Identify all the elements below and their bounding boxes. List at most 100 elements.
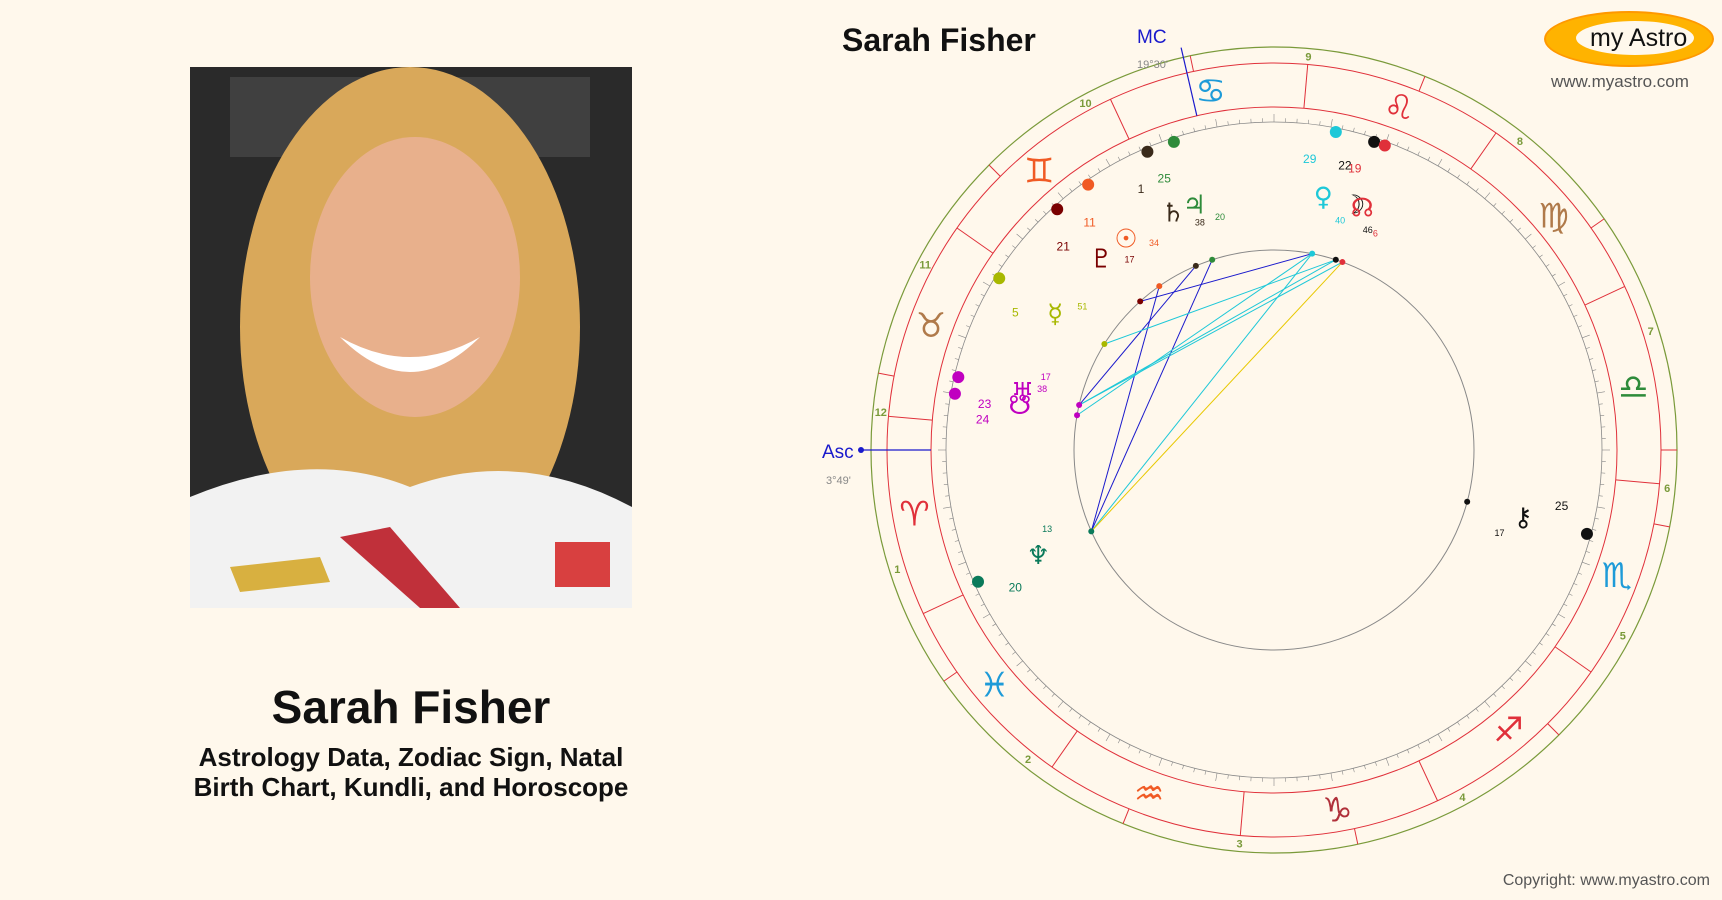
venus-degree: 29 [1303,152,1317,166]
venus-marker [1329,125,1342,138]
house-cusp [1189,55,1195,72]
neptune-icon: ♆ [1027,541,1050,571]
degree-tick [1043,685,1047,690]
degree-tick [1427,739,1431,744]
degree-tick [1128,151,1131,156]
degree-tick [1447,728,1451,732]
zodiac-gemini-icon: ♊ [1024,151,1054,191]
aspect-point [1088,528,1095,535]
degree-tick [1396,142,1399,146]
node-north-degree: 19 [1348,161,1362,175]
house-cusp [988,164,1001,177]
degree-tick [958,561,966,566]
degree-tick [1149,754,1152,758]
site-url[interactable]: www.myastro.com [1551,72,1689,91]
degree-tick [949,517,954,520]
house-number: 4 [1459,792,1466,804]
sign-divider [956,227,994,254]
aspect-point [1156,283,1163,290]
degree-tick [992,623,996,627]
sign-divider [1615,479,1660,485]
aspect-point [1076,402,1083,409]
aspect-point [1464,498,1471,505]
degree-tick [1149,142,1152,146]
node-north-marker [1378,139,1391,152]
chart-title: Sarah Fisher [842,22,1036,58]
sun-marker [1082,178,1095,191]
asc-degree: 3°49' [826,475,851,487]
jupiter-icon: ♃ [1183,191,1206,221]
degree-tick [1592,369,1597,371]
degree-tick [1525,233,1532,240]
aspect-line [1078,261,1343,406]
saturn-degree: 1 [1138,182,1145,196]
degree-tick [966,572,970,575]
degree-tick [1088,721,1091,726]
venus-icon: ♀ [1314,183,1333,213]
degree-tick [1592,529,1597,531]
degree-tick [1375,761,1377,766]
degree-tick [975,593,980,596]
aspect-point [1209,256,1216,263]
sign-divider [1470,132,1497,170]
degree-tick [943,506,952,509]
chiron-marker [1580,527,1593,540]
degree-tick [1182,130,1184,135]
moon-marker [1368,135,1381,148]
degree-tick [1105,733,1111,742]
degree-tick [1493,203,1497,207]
degree-tick [1204,770,1207,775]
mercury-icon: ☿ [1047,299,1063,329]
moon-minute: 46 [1363,225,1373,235]
venus-minute: 40 [1335,215,1345,225]
zodiac-ring [930,106,1618,794]
degree-tick [951,529,956,531]
degree-tick [1568,304,1573,307]
degree-tick [1437,733,1443,742]
degree-tick [1088,174,1091,179]
degree-tick [1578,572,1582,575]
degree-tick [949,380,954,383]
house-cusp [1122,808,1130,824]
pluto-degree: 21 [1057,239,1071,253]
degree-tick [1457,174,1460,179]
degree-tick [1493,693,1497,697]
degree-tick [1447,168,1451,172]
degree-tick [1193,768,1195,773]
degree-tick [1484,192,1491,199]
degree-tick [1457,721,1460,726]
degree-tick [1517,669,1521,673]
degree-tick [1012,245,1016,249]
sun-degree: 11 [1083,215,1096,229]
degree-tick [1097,728,1101,732]
house-number: 2 [1025,754,1031,766]
degree-tick [1589,358,1594,360]
house-number: 12 [875,407,887,419]
degree-tick [1466,181,1470,185]
degree-tick [1573,583,1578,586]
degree-tick [1078,181,1082,185]
degree-tick [1182,765,1184,770]
node-north-icon: ☊ [1351,194,1374,224]
degree-tick [1138,749,1141,754]
degree-tick [1051,693,1055,697]
degree-tick [1353,127,1355,132]
zodiac-libra-icon: ♎ [1618,368,1648,408]
chiron-icon: ⚷ [1514,503,1533,533]
mc-label: MC [1137,27,1167,48]
jupiter-marker [1167,135,1180,148]
house-ring [886,62,1662,838]
house-cusp [1653,523,1670,528]
house-number: 1 [894,564,900,576]
degree-tick [1158,134,1163,142]
aspect-line [1090,261,1343,532]
portrait-illustration [190,67,632,608]
degree-tick [1585,551,1590,553]
degree-tick [1069,708,1073,712]
sign-divider [1554,646,1592,673]
degree-tick [998,264,1003,267]
aspect-point [1192,262,1199,269]
degree-tick [1171,761,1173,766]
chiron-minute: 17 [1495,528,1505,538]
zodiac-scorpio-icon: ♏ [1602,556,1632,596]
